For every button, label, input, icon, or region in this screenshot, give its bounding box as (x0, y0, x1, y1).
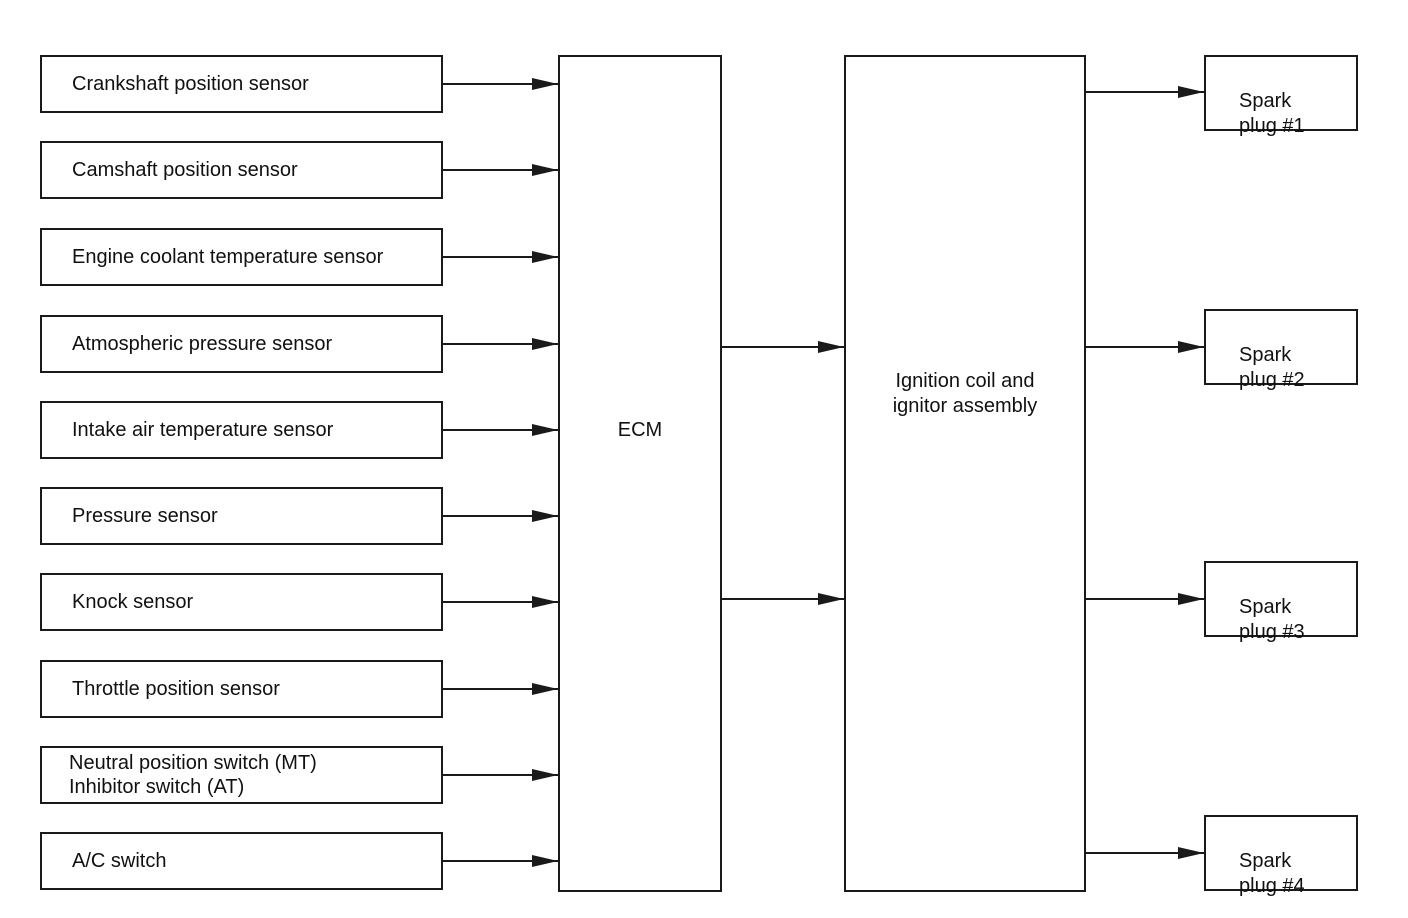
throttle-position-sensor-label: Throttle position sensor (72, 678, 280, 700)
crankshaft-position-sensor-box: Crankshaft position sensor (40, 55, 443, 113)
pressure-sensor-label: Pressure sensor (72, 505, 218, 527)
crankshaft-position-sensor-label: Crankshaft position sensor (72, 73, 309, 95)
ac-switch-label: A/C switch (72, 850, 167, 872)
throttle-position-sensor-box: Throttle position sensor (40, 660, 443, 718)
ecm-box: ECM (558, 55, 722, 892)
pressure-sensor-box: Pressure sensor (40, 487, 443, 545)
spark-plug-2-label: Spark plug #2 (1239, 344, 1305, 391)
knock-sensor-label: Knock sensor (72, 591, 194, 613)
camshaft-position-sensor-label: Camshaft position sensor (72, 159, 298, 181)
spark-plug-1-box: Spark plug #1 (1204, 55, 1358, 137)
intake-air-temperature-sensor-box: Intake air temperature sensor (40, 401, 443, 459)
spark-plug-1-label: Spark plug #1 (1239, 90, 1305, 137)
ac-switch-box: A/C switch (40, 832, 443, 890)
spark-plug-3-label: Spark plug #3 (1239, 596, 1305, 643)
engine-coolant-temperature-sensor-box: Engine coolant temperature sensor (40, 228, 443, 286)
engine-coolant-temperature-sensor-label: Engine coolant temperature sensor (72, 246, 384, 268)
knock-sensor-box: Knock sensor (40, 573, 443, 631)
ignition-coil-assembly-box: Ignition coil and ignitor assembly (844, 55, 1086, 892)
neutral-inhibitor-switch-box: Neutral position switch (MT) Inhibitor s… (40, 746, 443, 804)
spark-plug-3-box: Spark plug #3 (1204, 561, 1358, 643)
intake-air-temperature-sensor-label: Intake air temperature sensor (72, 419, 334, 441)
spark-plug-2-box: Spark plug #2 (1204, 309, 1358, 391)
atmospheric-pressure-sensor-box: Atmospheric pressure sensor (40, 315, 443, 373)
atmospheric-pressure-sensor-label: Atmospheric pressure sensor (72, 333, 333, 355)
spark-plug-4-label: Spark plug #4 (1239, 850, 1305, 897)
neutral-inhibitor-switch-label: Neutral position switch (MT) Inhibitor s… (69, 752, 317, 798)
spark-plug-4-box: Spark plug #4 (1204, 815, 1358, 897)
ignition-coil-assembly-label: Ignition coil and ignitor assembly (892, 370, 1038, 417)
ecm-label: ECM (617, 419, 663, 441)
camshaft-position-sensor-box: Camshaft position sensor (40, 141, 443, 199)
